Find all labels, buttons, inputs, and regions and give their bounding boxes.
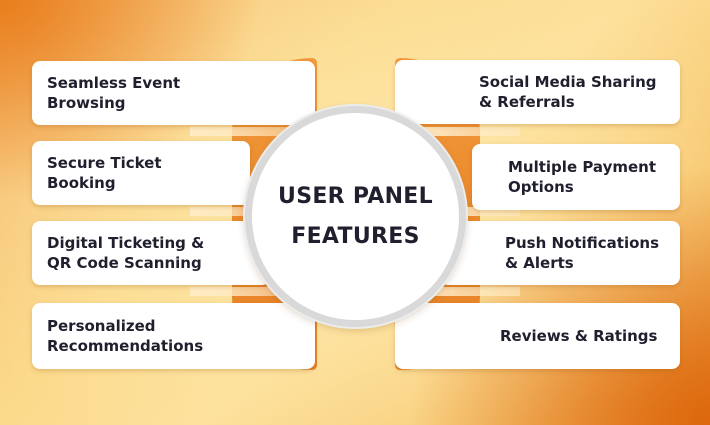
feature-card-reviews-ratings: Reviews & Ratings: [395, 303, 680, 369]
feature-card-social-media-sharing: Social Media Sharing & Referrals: [395, 60, 680, 124]
connector-left-3: [190, 287, 290, 296]
feature-card-seamless-event-browsing: Seamless Event Browsing: [32, 61, 315, 125]
feature-card-personalized-recommendations: Personalized Recommendations: [32, 303, 315, 369]
feature-card-digital-ticketing: Digital Ticketing & QR Code Scanning: [32, 221, 270, 285]
connector-right-1: [420, 127, 520, 136]
feature-card-push-notifications: Push Notifications & Alerts: [440, 221, 680, 285]
center-title-line-2: FEATURES: [291, 223, 420, 249]
feature-card-multiple-payment-options: Multiple Payment Options: [472, 144, 680, 210]
connector-right-2: [450, 207, 520, 216]
center-title-line-1: USER PANEL: [278, 183, 433, 209]
connector-right-3: [420, 287, 520, 296]
center-hub-circle: USER PANEL FEATURES: [245, 106, 466, 327]
feature-card-secure-ticket-booking: Secure Ticket Booking: [32, 141, 250, 205]
connector-left-2: [190, 207, 260, 216]
connector-left-1: [190, 127, 290, 136]
